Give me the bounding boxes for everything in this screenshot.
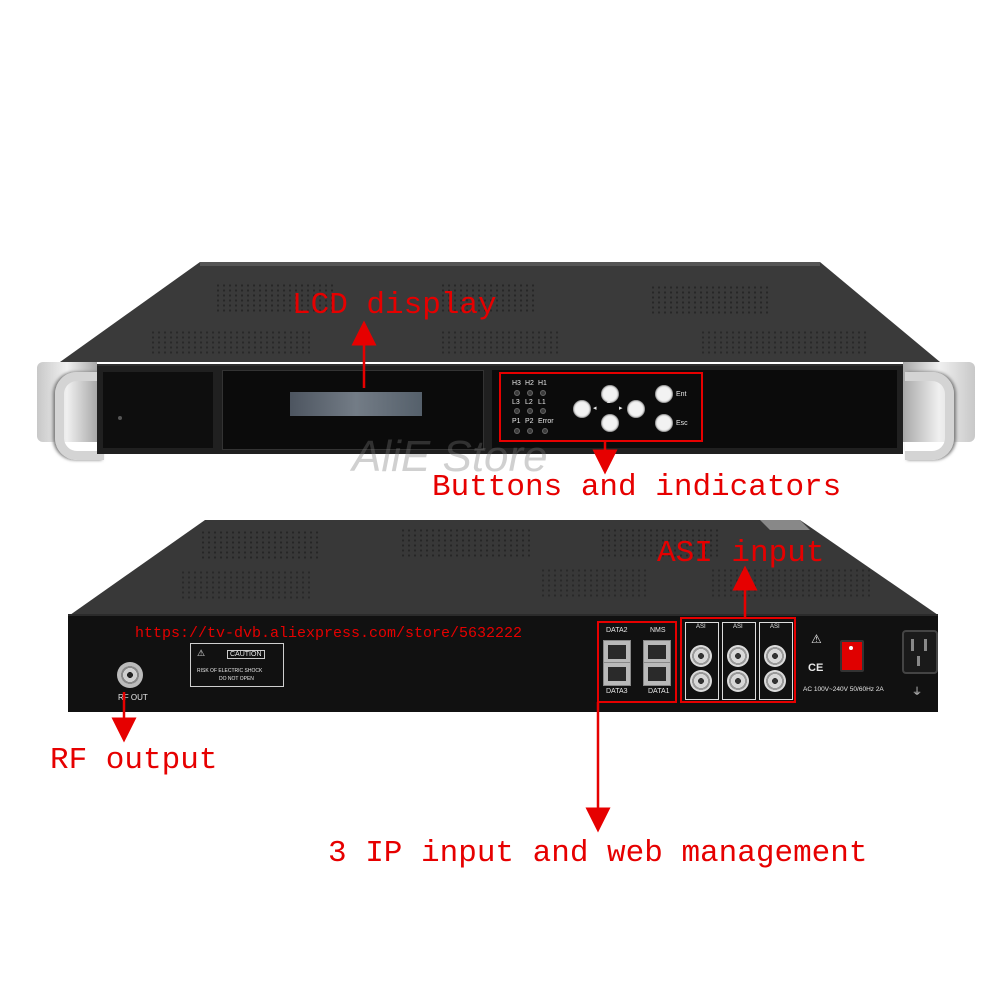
front-vent-3 [650,285,770,315]
asi-label-1: ASI [696,624,706,630]
front-left-panel [103,372,213,448]
rear-vent-2 [400,528,530,558]
front-vent-4 [150,330,310,355]
callout-ip-input: 3 IP input and web management [328,836,868,871]
callout-rf-output: RF output [50,743,218,778]
asi-bnc-port-2-top[interactable] [727,645,749,667]
front-rack-handle-right [905,372,954,460]
caution-line1: RISK OF ELECTRIC SHOCK [197,668,263,674]
ground-icon: ⏚ [912,687,922,698]
caution-line2: DO NOT OPEN [219,676,254,682]
port-label-nms: NMS [650,627,666,634]
warning-triangle-icon-rear: ⚠ [811,632,822,646]
caution-label: ⚠ CAUTION RISK OF ELECTRIC SHOCK DO NOT … [190,643,284,687]
asi-bnc-port-3-bottom[interactable] [764,670,786,692]
rear-device-top [70,520,938,615]
asi-label-2: ASI [733,624,743,630]
front-vent-1 [215,283,335,313]
rf-output-connector[interactable] [117,662,143,688]
callout-lcd-display: LCD display [292,288,497,323]
ethernet-port-nms[interactable] [643,640,671,664]
front-vent-2 [440,283,535,313]
asi-label-3: ASI [770,624,780,630]
rear-vent-1 [200,530,320,560]
rear-vent-6 [710,568,870,598]
power-switch[interactable] [840,640,864,672]
rear-vent-5 [540,568,650,598]
ce-mark: CE [808,662,824,674]
url-overlay: https://tv-dvb.aliexpress.com/store/5632… [135,625,523,642]
callout-buttons-indicators: Buttons and indicators [432,470,842,505]
front-vent-6 [700,330,870,355]
power-pin-icon [917,656,920,666]
port-label-data2: DATA2 [606,627,628,634]
power-inlet[interactable] [902,630,938,674]
lcd-screen [290,392,422,416]
power-switch-knob-icon [849,646,853,650]
power-pin-icon [911,639,914,651]
rf-port-label: RF OUT [118,693,148,702]
warning-triangle-icon: ⚠ [197,648,206,658]
rear-vent-3 [600,528,720,558]
port-label-data3: DATA3 [606,688,628,695]
rear-vent-4 [180,570,310,600]
front-vent-5 [440,330,560,355]
caution-title: CAUTION [227,650,265,659]
ethernet-port-data3[interactable] [603,662,631,686]
front-rack-handle-left [55,372,104,460]
watermark-text: AliE Store [352,432,548,481]
power-pin-icon [924,639,927,651]
ethernet-port-data2[interactable] [603,640,631,664]
asi-bnc-port-1-top[interactable] [690,645,712,667]
asi-bnc-port-3-top[interactable] [764,645,786,667]
asi-bnc-port-1-bottom[interactable] [690,670,712,692]
port-label-data1: DATA1 [648,688,670,695]
front-power-led [118,416,122,420]
callout-asi-input: ASI input [657,536,825,571]
asi-bnc-port-2-bottom[interactable] [727,670,749,692]
ethernet-port-data1[interactable] [643,662,671,686]
power-spec-label: AC 100V~240V 50/60Hz 2A [803,686,884,693]
